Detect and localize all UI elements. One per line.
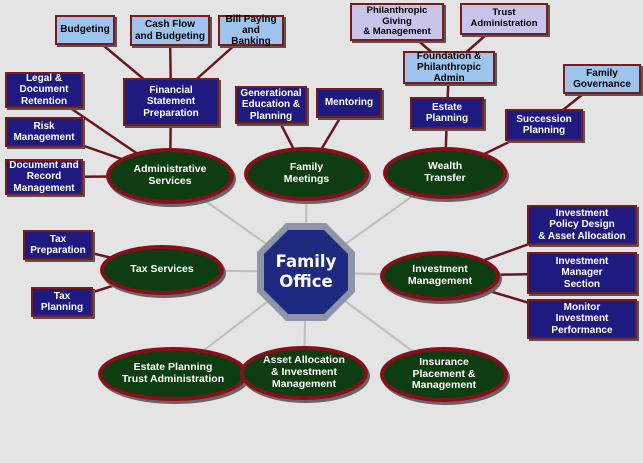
box-generational-education: Generational Education & Planning [235, 86, 307, 124]
oval-label: Insurance Placement & Management [411, 355, 477, 392]
box-label: Estate Planning [425, 101, 469, 124]
oval-tax-services: Tax Services [100, 245, 224, 295]
box-monitor-investment-performance: Monitor Investment Performance [527, 299, 637, 339]
oval-label: Asset Allocation & Investment Management [263, 354, 345, 390]
box-budgeting: Budgeting [55, 15, 115, 45]
box-tax-planning: Tax Planning [31, 287, 93, 317]
box-label: Philanthropic Giving & Management [363, 5, 431, 38]
box-label: Risk Management [13, 120, 75, 143]
box-label: Mentoring [324, 97, 374, 109]
box-label: Financial Statement Preparation [143, 85, 199, 119]
box-mentoring: Mentoring [316, 88, 382, 118]
box-label: Legal & Document Retention [19, 73, 69, 107]
box-label: Investment Policy Design & Asset Allocat… [538, 208, 626, 242]
hub-title: Family Office [275, 252, 337, 291]
box-family-governance: Family Governance [563, 64, 641, 94]
oval-asset-allocation: Asset Allocation & Investment Management [240, 346, 368, 400]
box-succession-planning: Succession Planning [505, 109, 583, 141]
box-label: Monitor Investment Performance [551, 302, 613, 336]
oval-label: Administrative Services [133, 163, 207, 187]
box-label: Trust Administration [470, 7, 538, 29]
box-document-record-management: Document and Record Management [5, 159, 83, 195]
box-label: Succession Planning [516, 113, 572, 136]
box-label: Family Governance [573, 67, 631, 90]
box-philanthropic-giving: Philanthropic Giving & Management [350, 3, 444, 41]
box-label: Tax Preparation [30, 233, 86, 256]
oval-label: Estate Planning Trust Administration [121, 361, 225, 385]
box-estate-planning: Estate Planning [410, 97, 484, 129]
oval-insurance-placement: Insurance Placement & Management [380, 347, 508, 402]
oval-wealth-transfer: Wealth Transfer [383, 147, 507, 199]
octagon-shape [257, 223, 355, 321]
box-financial-statement-preparation: Financial Statement Preparation [123, 78, 219, 126]
oval-family-meetings: Family Meetings [244, 147, 369, 201]
oval-estate-planning-trust-administration: Estate Planning Trust Administration [98, 347, 248, 401]
box-label: Cash Flow and Budgeting [135, 19, 205, 42]
box-cash-flow-budgeting: Cash Flow and Budgeting [130, 15, 210, 46]
box-label: Tax Planning [40, 290, 84, 313]
box-trust-administration: Trust Administration [460, 3, 548, 35]
box-label: Investment Manager Section [555, 256, 609, 290]
box-bill-paying-banking: Bill Paying and Banking [218, 13, 284, 48]
oval-label: Family Meetings [283, 161, 330, 185]
box-label: Budgeting [60, 24, 110, 36]
box-legal-document-retention: Legal & Document Retention [5, 72, 83, 108]
box-label: Bill Paying and Banking [225, 13, 277, 48]
box-risk-management: Risk Management [5, 117, 83, 147]
box-foundation-philanthropic-admin: Foundation & Philanthropic Admin [403, 51, 495, 84]
box-label: Foundation & Philanthropic Admin [416, 50, 482, 85]
oval-administrative-services: Administrative Services [106, 148, 234, 204]
oval-label: Wealth Transfer [424, 160, 466, 184]
box-label: Generational Education & Planning [240, 88, 302, 122]
box-tax-preparation: Tax Preparation [23, 230, 93, 260]
box-investment-manager-section: Investment Manager Section [527, 252, 637, 294]
oval-label: Investment Management [407, 263, 473, 287]
oval-label: Tax Services [130, 263, 194, 276]
family-office-hub: Family Office [256, 222, 356, 322]
box-label: Document and Record Management [9, 160, 79, 194]
box-investment-policy-design: Investment Policy Design & Asset Allocat… [527, 205, 637, 245]
oval-investment-management: Investment Management [380, 251, 500, 301]
